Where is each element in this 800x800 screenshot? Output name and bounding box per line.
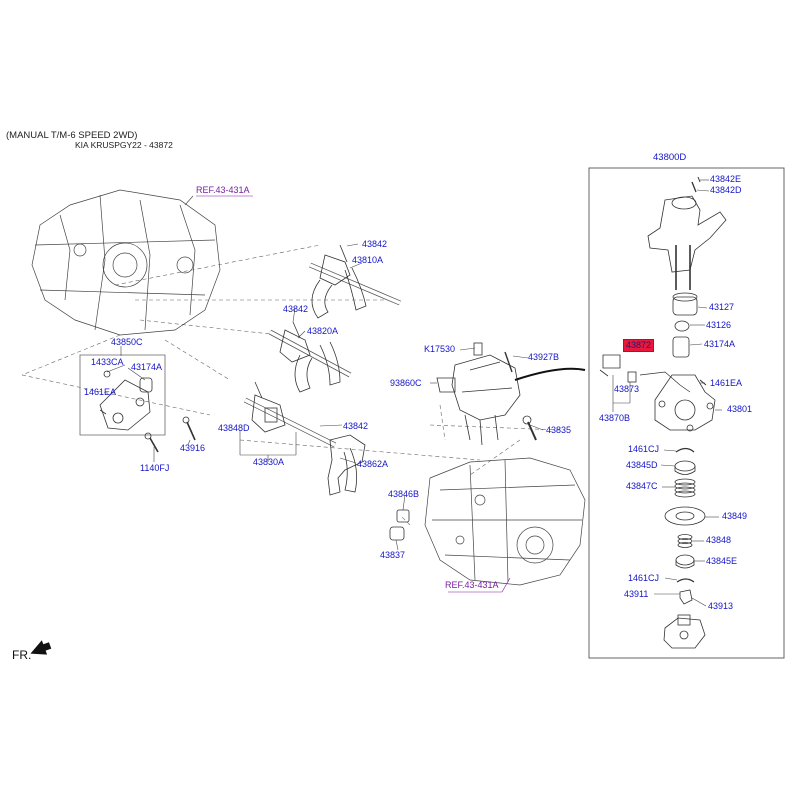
reference-link-top[interactable]: REF.43-431A bbox=[196, 185, 250, 195]
part-label[interactable]: 43848 bbox=[706, 535, 732, 545]
part-label[interactable]: 43850C bbox=[111, 337, 143, 347]
transmission-case-bottom bbox=[424, 457, 586, 586]
part-label[interactable]: 43810A bbox=[352, 255, 384, 265]
part-label[interactable]: 43837 bbox=[380, 550, 406, 560]
assembly-label: 43800D bbox=[653, 152, 687, 163]
reference-link-bottom[interactable]: REF.43-431A bbox=[445, 580, 499, 590]
part-label[interactable]: 43870B bbox=[599, 413, 631, 423]
part-label[interactable]: 43174A bbox=[131, 362, 163, 372]
shift-tower-assembly bbox=[436, 342, 586, 446]
housing-43801 bbox=[654, 374, 716, 432]
part-label[interactable]: 43845E bbox=[706, 556, 738, 566]
bracket-43850C bbox=[79, 354, 166, 436]
part-label[interactable]: 1433CA bbox=[91, 357, 124, 367]
part-label[interactable]: K17530 bbox=[424, 344, 456, 354]
part-label[interactable]: 43847C bbox=[626, 481, 658, 491]
part-label[interactable]: 1461EA bbox=[84, 387, 117, 397]
front-indicator: FR. bbox=[12, 648, 32, 662]
highlighted-part-label[interactable]: 43872 bbox=[623, 339, 655, 352]
part-label[interactable]: 1461CJ bbox=[628, 444, 660, 454]
shift-fork-43820A bbox=[268, 321, 352, 393]
part-label[interactable]: 43830A bbox=[253, 457, 285, 467]
spring-stack bbox=[664, 447, 706, 605]
part-label[interactable]: 43842 bbox=[362, 239, 388, 249]
transmission-case-top bbox=[31, 189, 221, 336]
leader-lines bbox=[106, 179, 722, 607]
part-label[interactable]: 43842D bbox=[710, 185, 742, 195]
part-label[interactable]: 43127 bbox=[709, 302, 735, 312]
assembly-box bbox=[588, 167, 785, 659]
part-label[interactable]: 43846B bbox=[388, 489, 420, 499]
part-label[interactable]: 43835 bbox=[546, 425, 572, 435]
part-label[interactable]: 43801 bbox=[727, 404, 753, 414]
part-label[interactable]: 43862A bbox=[357, 459, 389, 469]
part-label[interactable]: 43174A bbox=[704, 339, 736, 349]
guide-lines bbox=[21, 244, 561, 526]
part-label[interactable]: 43842 bbox=[283, 304, 309, 314]
part-label[interactable]: 43916 bbox=[180, 443, 206, 453]
part-label[interactable]: 43873 bbox=[614, 384, 640, 394]
part-label[interactable]: 43126 bbox=[706, 320, 732, 330]
part-label[interactable]: 43848D bbox=[218, 423, 250, 433]
part-label[interactable]: 43842E bbox=[710, 174, 742, 184]
part-label[interactable]: 43927B bbox=[528, 352, 560, 362]
part-label[interactable]: 1461CJ bbox=[628, 573, 660, 583]
part-label[interactable]: 43911 bbox=[624, 589, 649, 599]
parts-column-right bbox=[599, 292, 707, 393]
part-label[interactable]: 93860C bbox=[390, 378, 422, 388]
part-reference-line: KIA KRUSPGY22 - 43872 bbox=[75, 140, 173, 150]
part-label[interactable]: 43913 bbox=[708, 601, 734, 611]
small-parts-left-of-case bbox=[389, 509, 410, 541]
part-label[interactable]: 43845D bbox=[626, 460, 658, 470]
part-label[interactable]: 43849 bbox=[722, 511, 748, 521]
part-label[interactable]: 43820A bbox=[307, 326, 339, 336]
shift-fork-43810A bbox=[309, 244, 401, 319]
shift-fork-43830A bbox=[243, 381, 337, 448]
base-43913 bbox=[663, 614, 706, 649]
shift-fork-43862A bbox=[327, 434, 366, 496]
shift-lever-43842D bbox=[647, 176, 727, 290]
bolts-left bbox=[144, 416, 196, 453]
part-label[interactable]: 1461EA bbox=[710, 378, 743, 388]
part-label[interactable]: 1140FJ bbox=[140, 463, 170, 473]
front-arrow-icon bbox=[30, 640, 52, 655]
part-label[interactable]: 43842 bbox=[343, 421, 369, 431]
diagram-title: (MANUAL T/M-6 SPEED 2WD) bbox=[6, 130, 138, 141]
